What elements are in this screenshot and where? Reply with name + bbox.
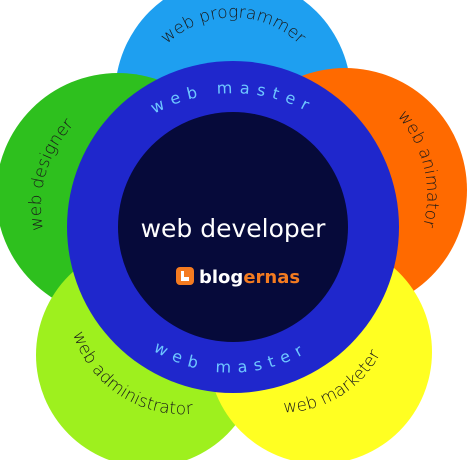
brand-logo-icon bbox=[176, 267, 194, 285]
center-title: web developer bbox=[141, 214, 327, 243]
center-circle bbox=[118, 112, 348, 342]
brand-logo: blogernas bbox=[176, 267, 300, 288]
brand-name: blogernas bbox=[199, 267, 300, 288]
